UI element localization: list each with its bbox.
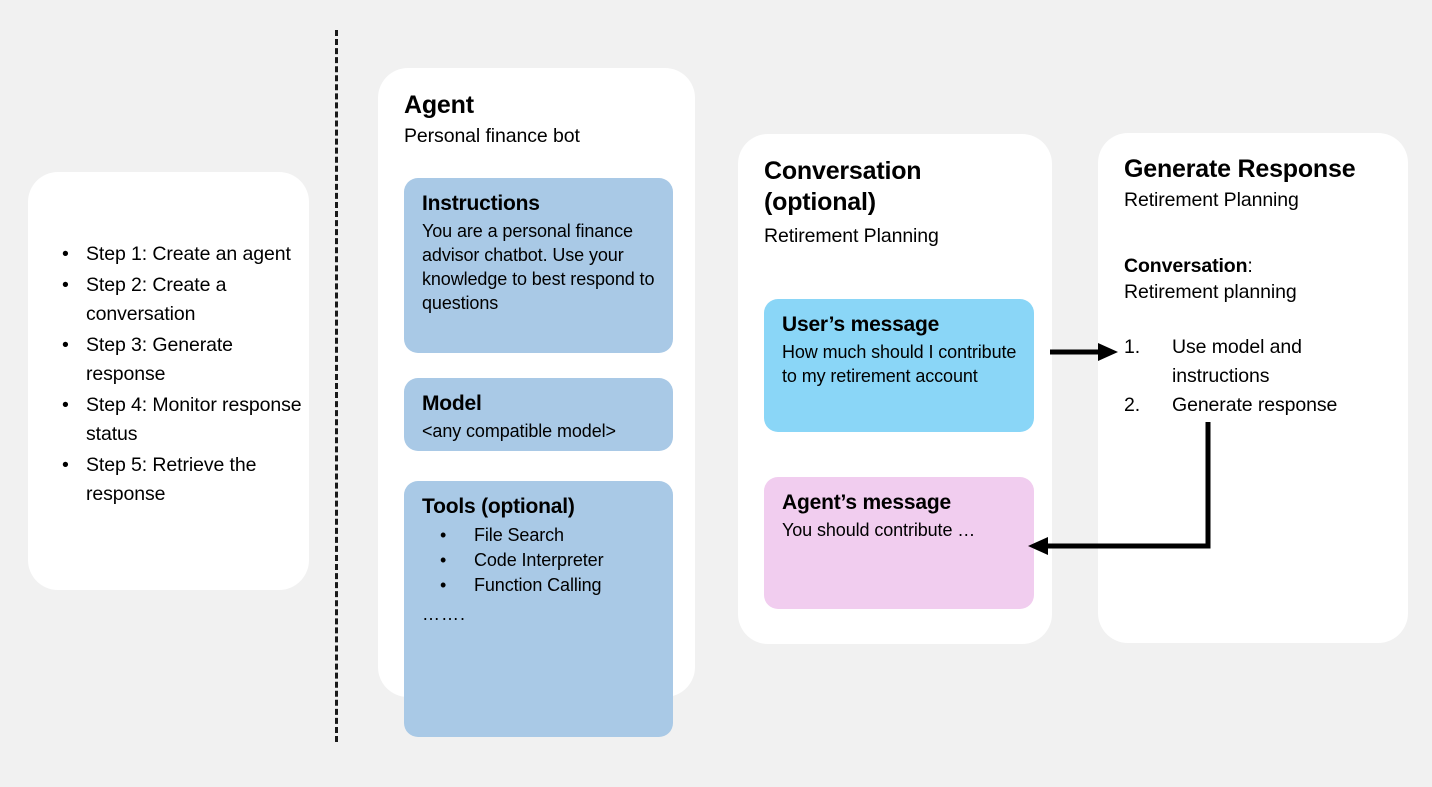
bullet-icon: • [62,334,69,356]
generate-conversation-label-row: Conversation: [1124,253,1253,279]
bullet-icon: • [62,394,69,416]
user-message-block: User’s message How much should I contrib… [764,299,1034,432]
generate-conversation-colon: : [1247,255,1253,277]
list-item: 2. Generate response [1110,391,1400,420]
user-message-title: User’s message [782,313,940,336]
instructions-title: Instructions [422,192,540,215]
tools-block: Tools (optional) • File Search • Code Inte… [404,481,673,737]
tools-ellipsis: ……. [422,604,467,624]
instructions-body: You are a personal finance advisor chatb… [422,221,655,313]
list-item: • Function Calling [422,573,657,598]
user-message-body: How much should I contribute to my retir… [782,342,1017,386]
bullet-icon: • [440,550,447,570]
step-label: Step 1: Create an agent [86,243,291,265]
generate-step-label: Generate response [1172,394,1338,416]
list-item: • Code Interpreter [422,548,657,573]
agent-message-body: You should contribute … [782,520,976,540]
step-label: Step 5: Retrieve the response [86,454,257,505]
step-label: Step 2: Create a conversation [86,274,227,325]
generate-step-label: Use model and instructions [1172,336,1302,387]
bullet-icon: • [440,575,447,595]
step-label: Step 4: Monitor response status [86,394,302,445]
model-title: Model [422,392,482,415]
list-item: • Step 5: Retrieve the response [40,451,302,509]
list-number: 2. [1124,394,1141,416]
tool-label: Code Interpreter [474,550,604,570]
list-item: • Step 4: Monitor response status [40,391,302,449]
agent-card-title: Agent [404,91,474,119]
bullet-icon: • [62,454,69,476]
bullet-icon: • [440,525,447,545]
tools-title: Tools (optional) [422,495,575,518]
instructions-block: Instructions You are a personal finance … [404,178,673,353]
model-block: Model <any compatible model> [404,378,673,451]
agent-message-block: Agent’s message You should contribute … [764,477,1034,609]
list-item: • Step 3: Generate response [40,331,302,389]
list-number: 1. [1124,336,1141,358]
arrow-return-down-left-icon [1028,422,1211,555]
tool-label: Function Calling [474,575,602,595]
conversation-card-subtitle: Retirement Planning [764,225,939,247]
list-item: • Step 1: Create an agent [40,240,302,269]
generate-conversation-value: Retirement planning [1124,281,1297,303]
steps-list: • Step 1: Create an agent • Step 2: Create… [40,240,302,511]
generate-card-title: Generate Response [1124,155,1356,183]
tools-list: • File Search • Code Interpreter • Function… [422,523,657,598]
arrow-right-icon [1050,343,1118,361]
generate-steps-list: 1. Use model and instructions 2. Generate … [1110,333,1400,420]
generate-card-subtitle: Retirement Planning [1124,189,1299,211]
bullet-icon: • [62,243,69,265]
bullet-icon: • [62,274,69,296]
list-item: • Step 2: Create a conversation [40,271,302,329]
agent-message-title: Agent’s message [782,491,951,514]
agent-card-subtitle: Personal finance bot [404,125,580,147]
generate-response-card: Generate Response Retirement Planning Co… [1098,133,1408,643]
steps-card: • Step 1: Create an agent • Step 2: Create… [28,172,309,590]
step-label: Step 3: Generate response [86,334,233,385]
conversation-card-title: Conversation (optional) [764,157,922,216]
model-body: <any compatible model> [422,421,616,441]
vertical-dashed-divider [335,30,338,742]
generate-conversation-label: Conversation [1124,255,1248,277]
list-item: 1. Use model and instructions [1110,333,1400,391]
tool-label: File Search [474,525,564,545]
conversation-card: Conversation (optional) Retirement Plann… [738,134,1052,644]
list-item: • File Search [422,523,657,548]
agent-card: Agent Personal finance bot Instructions … [378,68,695,737]
